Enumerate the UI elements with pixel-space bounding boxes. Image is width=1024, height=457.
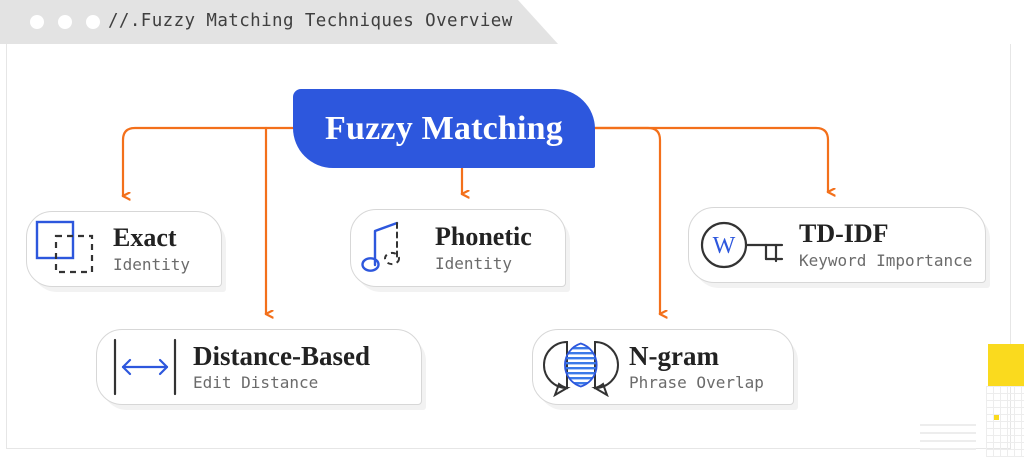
overlapping-speech-bubbles-icon: [533, 329, 629, 405]
decoration-line: [920, 424, 976, 426]
decoration-dot-grid: [986, 386, 1024, 457]
minimize-dot-icon[interactable]: [58, 15, 72, 29]
card-title: N-gram: [629, 340, 719, 371]
key-w-icon: W: [689, 207, 799, 283]
card-subtitle: Identity: [435, 253, 513, 273]
node-card-distance-based[interactable]: Distance-Based Edit Distance: [96, 329, 422, 405]
card-subtitle: Edit Distance: [193, 373, 319, 393]
music-note-icon: [351, 209, 435, 287]
card-text-distance-based: Distance-Based Edit Distance: [193, 340, 370, 393]
decoration-text-lines: [920, 424, 976, 454]
node-card-exact[interactable]: Exact Identity: [26, 211, 222, 287]
card-title: Distance-Based: [193, 340, 370, 371]
card-text-exact: Exact Identity: [113, 223, 191, 274]
node-card-phonetic[interactable]: Phonetic Identity: [350, 209, 566, 287]
card-title: TD-IDF: [799, 219, 889, 249]
card-subtitle: Keyword Importance: [799, 250, 973, 270]
root-node-label: Fuzzy Matching: [325, 109, 563, 147]
card-text-phonetic: Phonetic Identity: [435, 222, 532, 273]
card-title: Phonetic: [435, 222, 532, 252]
window-title: //.Fuzzy Matching Techniques Overview: [108, 11, 513, 31]
card-subtitle: Identity: [113, 254, 191, 274]
decoration-yellow-square: [988, 344, 1024, 386]
decoration-line: [920, 448, 976, 450]
card-text-tdidf: TD-IDF Keyword Importance: [799, 219, 973, 270]
node-card-tdidf[interactable]: W TD-IDF Keyword Importance: [688, 207, 986, 283]
close-dot-icon[interactable]: [30, 15, 44, 29]
node-card-ngram[interactable]: N-gram Phrase Overlap: [532, 329, 794, 405]
root-node-fuzzy-matching[interactable]: Fuzzy Matching: [293, 89, 595, 168]
card-text-ngram: N-gram Phrase Overlap: [629, 340, 764, 393]
decoration-line: [920, 432, 976, 434]
card-title: Exact: [113, 223, 177, 253]
maximize-dot-icon[interactable]: [86, 15, 100, 29]
card-subtitle: Phrase Overlap: [629, 373, 764, 393]
decoration-line: [920, 440, 976, 442]
double-arrow-measure-icon: [97, 329, 193, 405]
window-titlebar: [0, 0, 558, 44]
svg-text:W: W: [713, 233, 736, 259]
window-controls: [30, 15, 100, 29]
overlapping-squares-icon: [27, 211, 113, 287]
